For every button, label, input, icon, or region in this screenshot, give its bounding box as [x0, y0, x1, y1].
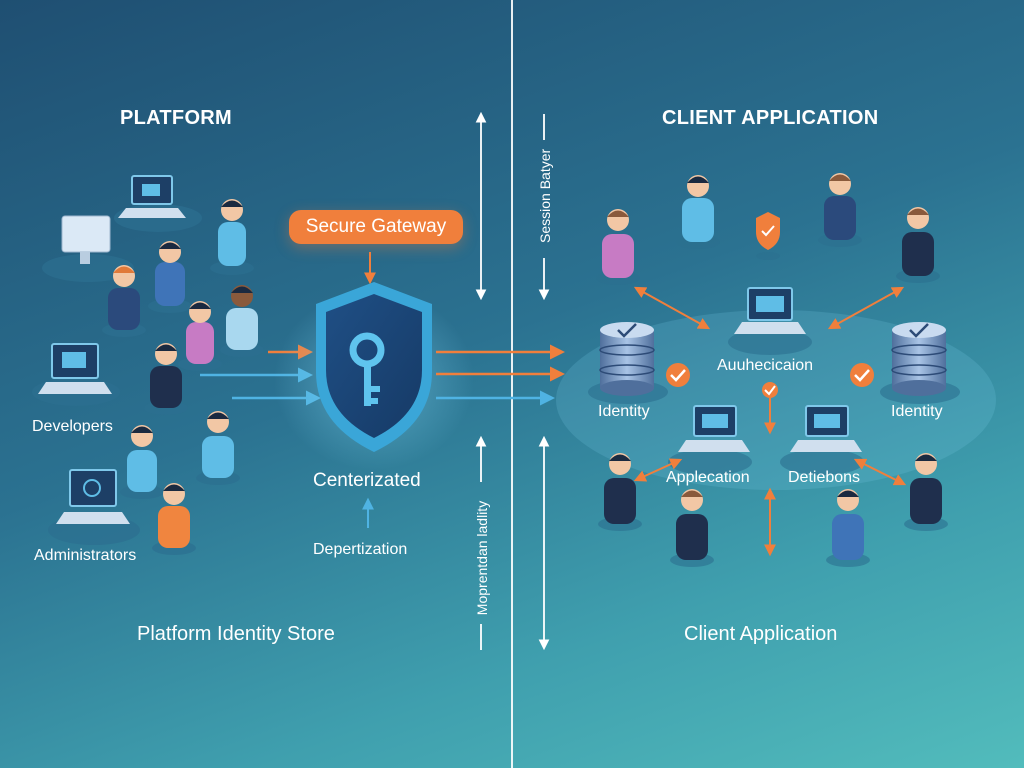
client-application-heading: CLIENT APPLICATION — [662, 107, 879, 129]
centralized-label: Centerizated — [313, 470, 421, 491]
connector-arrow — [827, 286, 905, 330]
person-icon — [196, 411, 240, 485]
secure-gateway-badge: Secure Gateway — [289, 210, 463, 244]
laptop-icon — [48, 469, 140, 545]
person-icon — [102, 265, 146, 337]
connector-arrow — [633, 286, 711, 330]
person-icon — [598, 453, 642, 531]
desktop-monitor-icon — [42, 215, 134, 282]
person-icon — [670, 489, 714, 567]
person-icon — [596, 209, 640, 285]
database-icon — [588, 322, 668, 404]
laptop-icon — [780, 405, 864, 475]
person-icon — [152, 483, 196, 555]
laptop-icon — [32, 343, 120, 406]
application-label: Applecation — [666, 469, 750, 486]
connector-arrow — [633, 458, 683, 482]
laptop-icon — [114, 175, 202, 232]
person-icon — [144, 343, 188, 415]
person-icon — [826, 489, 870, 567]
person-icon — [210, 199, 254, 275]
connector-arrow — [853, 458, 907, 486]
developers-label: Developers — [32, 418, 113, 435]
platform-heading: PLATFORM — [120, 107, 233, 129]
shield-key-icon — [274, 282, 474, 470]
laptop-icon — [728, 287, 812, 355]
person-icon — [220, 285, 264, 357]
check-badge-icon — [850, 363, 874, 387]
check-badge-icon — [762, 382, 778, 398]
person-icon — [896, 207, 940, 283]
person-icon — [178, 301, 222, 371]
person-icon — [818, 173, 862, 247]
deperization-label: Depertization — [313, 541, 408, 558]
authentication-label: Auuhecicaion — [717, 357, 814, 374]
person-icon — [904, 453, 948, 531]
identity-left-label: Identity — [598, 403, 650, 420]
database-icon — [880, 322, 960, 404]
identity-right-label: Identity — [891, 403, 943, 420]
laptop-icon — [668, 405, 752, 475]
modularity-label: Moprentdan ladlity — [474, 500, 490, 616]
platform-identity-store-label: Platform Identity Store — [137, 623, 335, 645]
session-label: Session Batyer — [537, 148, 553, 243]
check-badge-icon — [666, 363, 690, 387]
detiebons-label: Detiebons — [788, 469, 861, 486]
administrators-label: Administrators — [34, 547, 137, 564]
person-icon — [148, 241, 192, 313]
person-icon — [120, 425, 164, 499]
shield-check-icon — [756, 212, 780, 260]
client-application-label: Client Application — [684, 623, 838, 645]
person-icon — [676, 175, 720, 249]
